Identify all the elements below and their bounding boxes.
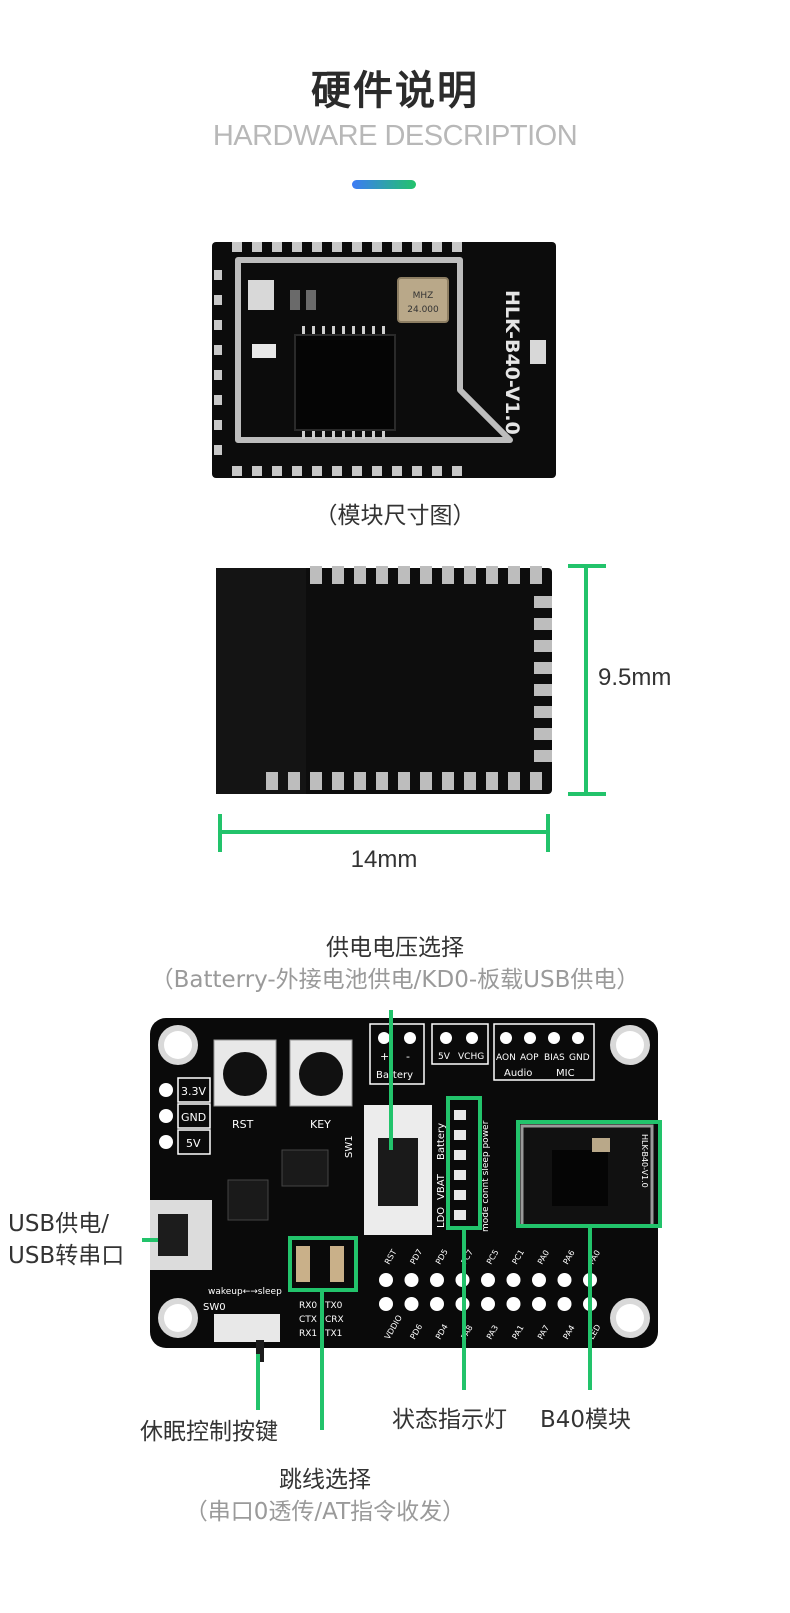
silk-aon: AON <box>496 1053 516 1063</box>
dev-board-image: 3.3V GND 5V RST KEY SW1 + - Battery 5V V… <box>142 1010 662 1430</box>
gpio-pin <box>481 1297 495 1311</box>
silk-rx1: RX1 <box>299 1329 317 1339</box>
sleep-button[interactable] <box>214 1314 280 1362</box>
silk-wakeup-sleep: wakeup←→sleep <box>208 1287 282 1297</box>
page-title: 硬件说明 <box>311 68 479 114</box>
gpio-pin <box>557 1273 572 1287</box>
power-select-note: （Batterry-外接电池供电/KD0-板载USB供电） <box>150 967 640 993</box>
silk-mic: MIC <box>556 1068 575 1079</box>
silk-plus: + <box>380 1050 389 1063</box>
silk-rst: RST <box>232 1118 254 1131</box>
key-button[interactable] <box>289 1039 353 1107</box>
dimension-lines <box>218 564 606 852</box>
module-top-image: MHZ 24.000 HLK-B40-V1.0 <box>212 242 556 478</box>
silk-key: KEY <box>310 1118 331 1131</box>
gpio-pin <box>532 1297 546 1311</box>
silk-tx1: TX1 <box>324 1329 342 1339</box>
silk-audio: Audio <box>504 1068 532 1079</box>
title-accent-bar <box>352 180 416 189</box>
gpio-pin <box>557 1297 572 1311</box>
silk-sw1: SW1 <box>344 1135 355 1158</box>
status-leds <box>454 1110 466 1220</box>
gpio-pin <box>532 1273 546 1287</box>
gpio-pin <box>430 1273 444 1287</box>
gpio-pin <box>404 1273 419 1287</box>
micro-usb-port[interactable] <box>150 1200 212 1270</box>
usb-power-label-1: USB供电/ <box>8 1211 109 1237</box>
power-select-label: 供电电压选择 <box>326 935 464 961</box>
height-dimension-label: 9.5mm <box>598 664 672 691</box>
callout-lines <box>142 1010 592 1430</box>
gpio-pin <box>404 1297 419 1311</box>
rst-button[interactable] <box>213 1039 277 1107</box>
module-silkscreen: HLK-B40-V1.0 <box>501 290 523 435</box>
module-bottom-image <box>216 566 552 794</box>
page-subtitle: HARDWARE DESCRIPTION <box>212 120 578 152</box>
usb-power-label-2: USB转串口 <box>8 1243 125 1269</box>
crystal-marking-1: 24.000 <box>407 305 439 315</box>
main-ic <box>294 334 396 431</box>
silk-module-on-board: HLK-B40-V1.0 <box>640 1134 649 1188</box>
silk-sw0: SW0 <box>203 1302 226 1313</box>
b40-module-on-board <box>520 1124 654 1228</box>
gpio-pin <box>506 1297 521 1311</box>
silk-ctx: CTX <box>299 1315 317 1325</box>
jumper-header[interactable] <box>296 1246 344 1282</box>
width-dimension-label: 14mm <box>350 846 418 873</box>
gpio-pin <box>506 1273 521 1287</box>
crystal <box>397 277 449 323</box>
gpio-pin <box>379 1273 393 1287</box>
silk-vbat: VBAT <box>436 1173 447 1200</box>
silk-aop: AOP <box>520 1053 539 1063</box>
b40-module-label: B40模块 <box>540 1407 632 1433</box>
module-caption: （模块尺寸图） <box>314 503 476 529</box>
silk-minus: - <box>406 1050 410 1063</box>
status-led-label: 状态指示灯 <box>392 1407 507 1433</box>
silk-3v3: 3.3V <box>181 1085 206 1098</box>
jumper-select-label: 跳线选择 <box>279 1467 371 1493</box>
gpio-pin <box>481 1273 495 1287</box>
silk-bias: BIAS <box>544 1053 565 1063</box>
module-bottom-pads <box>266 566 552 790</box>
silk-5v: 5V <box>186 1137 201 1150</box>
silk-tx0: TX0 <box>324 1301 343 1311</box>
silk-5v-header: 5V <box>438 1052 451 1062</box>
gpio-pin <box>430 1297 444 1311</box>
silk-battery: Battery <box>376 1070 413 1081</box>
silk-gnd: GND <box>181 1111 206 1124</box>
silk-led-labels: mode connt sleep power <box>481 1120 491 1232</box>
silk-rx0: RX0 <box>299 1301 317 1311</box>
mounting-holes <box>158 1025 650 1338</box>
silk-crx: CRX <box>325 1315 344 1325</box>
silk-battery-2: Battery <box>436 1123 447 1160</box>
power-select-switch[interactable] <box>364 1105 432 1235</box>
gpio-pin <box>379 1297 393 1311</box>
silk-gnd2: GND <box>569 1053 590 1063</box>
silk-vchg: VCHG <box>458 1052 484 1062</box>
jumper-select-note: （串口0透传/AT指令收发） <box>184 1499 466 1525</box>
sleep-button-label: 休眠控制按键 <box>140 1419 278 1445</box>
module-edge-pads <box>214 242 462 476</box>
crystal-marking-2: MHZ <box>413 291 434 301</box>
silk-ldo: LDO <box>436 1207 447 1228</box>
